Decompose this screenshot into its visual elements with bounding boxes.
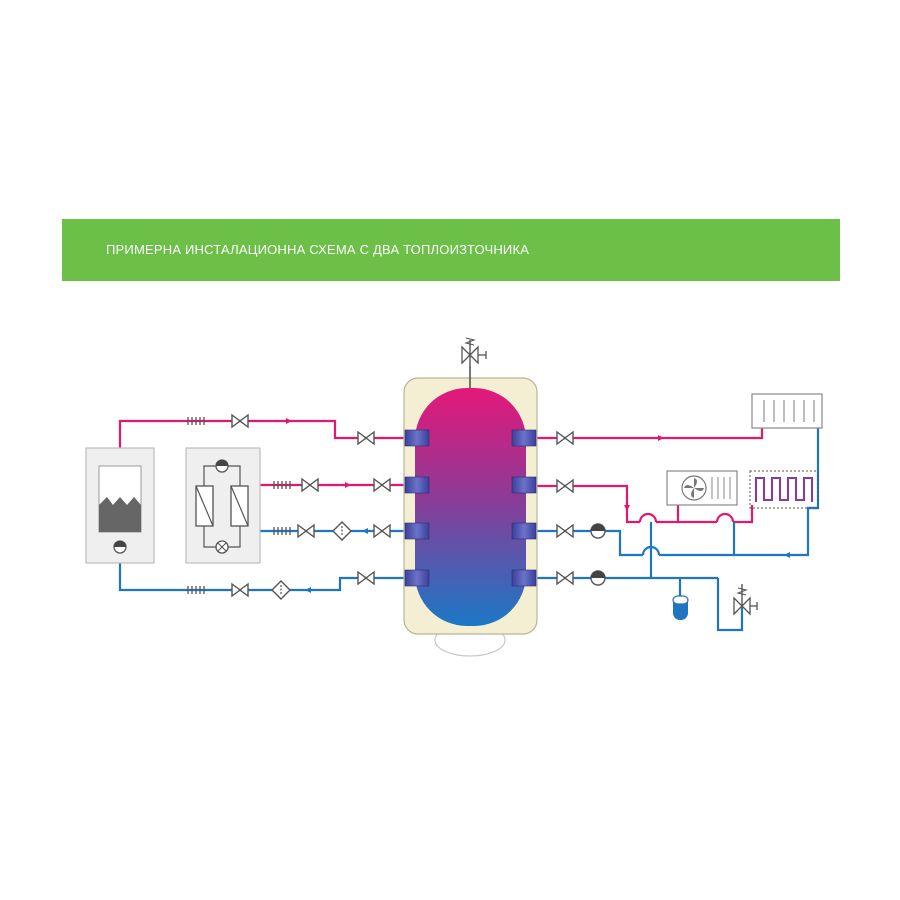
gate-valve-icon [556, 431, 574, 585]
pump-icon [590, 523, 606, 586]
buffer-tank-icon [403, 366, 538, 657]
heat-pump-icon [185, 447, 261, 564]
fan-coil-icon [666, 470, 738, 506]
hot-flow-arrows [286, 418, 664, 511]
banner-title: ПРИМЕРНА ИНСТАЛАЦИОННА СХЕМА С ДВА ТОПЛО… [106, 242, 530, 257]
radiator-icon [751, 393, 823, 429]
boiler-return-pipe [118, 554, 405, 592]
title-banner: ПРИМЕРНА ИНСТАЛАЦИОННА СХЕМА С ДВА ТОПЛО… [62, 219, 840, 281]
boiler-supply-pipe [118, 419, 405, 470]
floor-heating-icon [749, 470, 819, 509]
circuit-return-pipe-1 [535, 529, 643, 557]
radiator-supply-pipe [535, 428, 764, 440]
circuit-supply-pipe [535, 484, 640, 524]
expansion-vessel-icon [672, 595, 689, 620]
safety-valve-icon [733, 584, 758, 616]
safety-valve-icon [461, 337, 487, 366]
boiler-icon [85, 447, 155, 564]
